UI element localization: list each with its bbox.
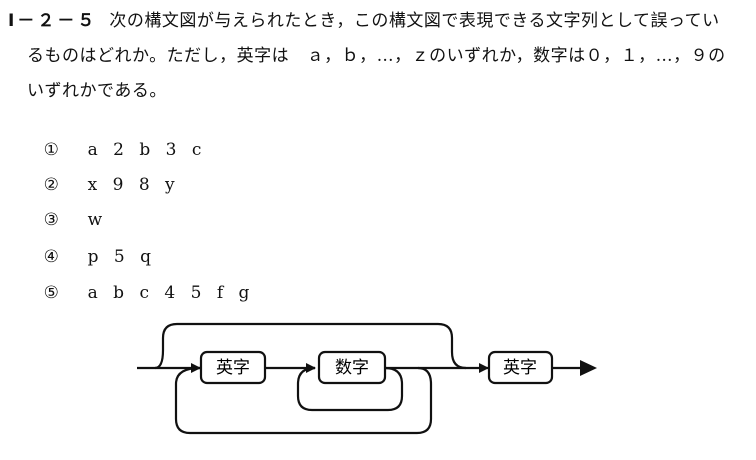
digit-node: 数字 [317, 350, 387, 385]
question-stem-1: 次の構文図が与えられたとき，この構文図で表現できる文字列として誤ってい [109, 11, 720, 31]
exit-arrowhead [580, 360, 597, 376]
option-1[interactable]: ① a 2 b 3 c [22, 117, 206, 183]
option-5[interactable]: ⑤ a b c 4 5 f g [22, 260, 254, 326]
letter-node-1-label: 英字 [216, 358, 250, 378]
option-5-text: a b c 4 5 f g [87, 283, 255, 303]
option-4[interactable]: ④ p 5 q [22, 224, 156, 290]
option-1-number: ① [43, 140, 59, 160]
question-line-2: るものはどれか。ただし，英字は ａ，ｂ，…，ｚのいずれか，数字は０，１，…，９の [27, 46, 726, 66]
option-4-text: p 5 q [87, 247, 157, 267]
question-id: Ⅰ－２－５ [8, 11, 98, 31]
option-2[interactable]: ② x 9 8 y [22, 152, 180, 218]
option-5-number: ⑤ [43, 283, 59, 303]
question-line-3: いずれかである。 [27, 81, 167, 101]
option-4-number: ④ [43, 247, 59, 267]
letter-node-1: 英字 [199, 350, 267, 385]
option-1-text: a 2 b 3 c [87, 140, 207, 160]
letter-node-2-label: 英字 [503, 358, 537, 378]
option-2-text: x 9 8 y [87, 175, 180, 195]
letter-node-2: 英字 [487, 350, 554, 385]
digit-repeat-loop [296, 366, 404, 412]
bypass-line [154, 322, 467, 370]
option-2-number: ② [43, 175, 59, 195]
outer-repeat-loop [174, 366, 433, 435]
question-line-1: Ⅰ－２－５ 次の構文図が与えられたとき，この構文図で表現できる文字列として誤ってい [8, 10, 720, 32]
option-3-number: ③ [43, 210, 59, 230]
option-3-text: w [87, 210, 108, 230]
digit-node-label: 数字 [335, 358, 369, 378]
